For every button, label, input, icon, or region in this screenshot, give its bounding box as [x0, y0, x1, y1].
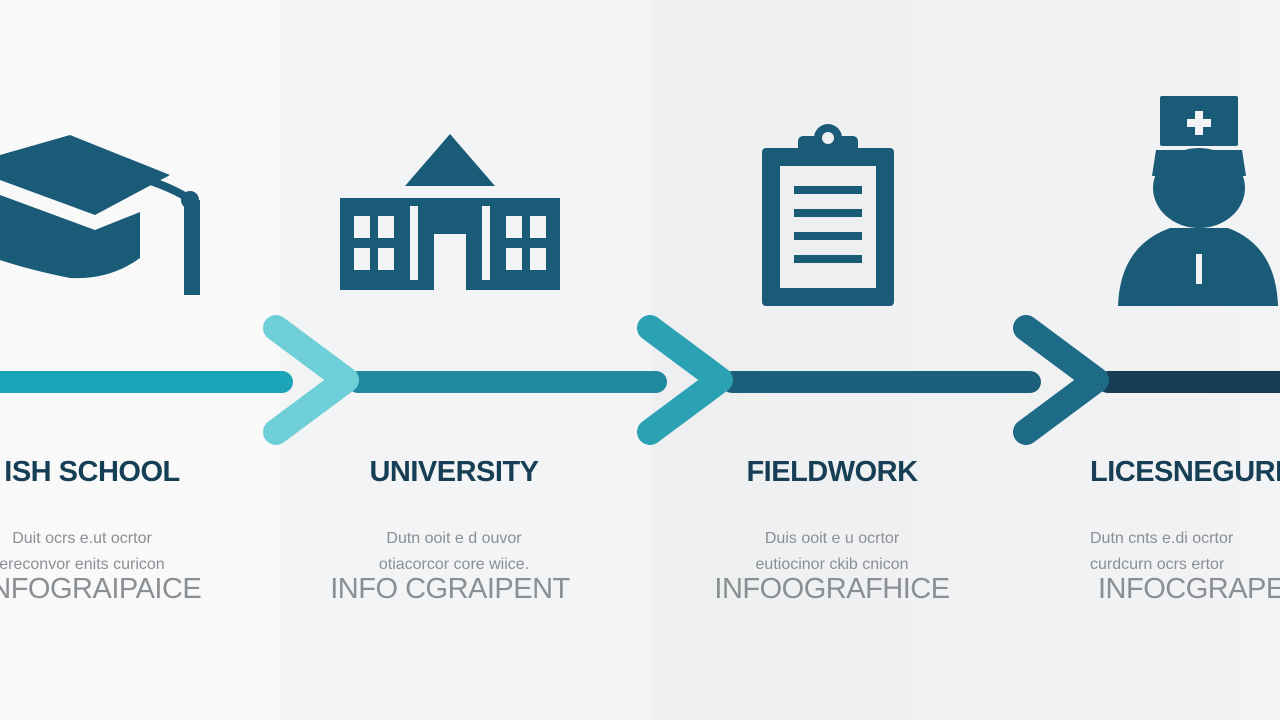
stage-title-3: FIELDWORK	[746, 456, 918, 488]
stage-subtitle-4: INFOCGRAPENT	[1098, 573, 1280, 605]
timeline-arrow-1	[263, 315, 359, 445]
stage-subtitle-1: INFOGRAIPAICE	[0, 573, 202, 605]
stage-description-2: Dutn ooit e d ouvor otiacorcor core wiic…	[378, 530, 530, 573]
graduation-cap-icon	[0, 135, 200, 295]
stage-description-4: Dutn cnts e.di ocrtor curdcurn ocrs erto…	[1090, 530, 1234, 573]
timeline-arrow-3	[1013, 315, 1109, 445]
stage-description-1: Duit ocrs e.ut ocrtor ereconvor enits cu…	[0, 530, 165, 573]
stage-panel-2	[280, 0, 652, 720]
stage-subtitle-3: INFOOGRAFHICE	[714, 573, 950, 605]
nurse-icon	[1118, 96, 1278, 306]
clipboard-icon	[762, 124, 894, 306]
stage-subtitle-2: INFO CGRAIPENT	[330, 573, 570, 605]
university-building-icon	[340, 134, 560, 290]
timeline-arrow-2	[637, 315, 733, 445]
timeline	[0, 315, 1280, 445]
stage-description-3: Duis ooit e u ocrtor eutiocinor ckib cni…	[755, 530, 909, 573]
stage-panel-1	[0, 0, 280, 720]
stage-title-1: ISH SCHOOL	[4, 456, 180, 488]
stage-title-4: LICESNEGURI	[1090, 456, 1280, 488]
stage-title-2: UNIVERSITY	[369, 456, 539, 488]
